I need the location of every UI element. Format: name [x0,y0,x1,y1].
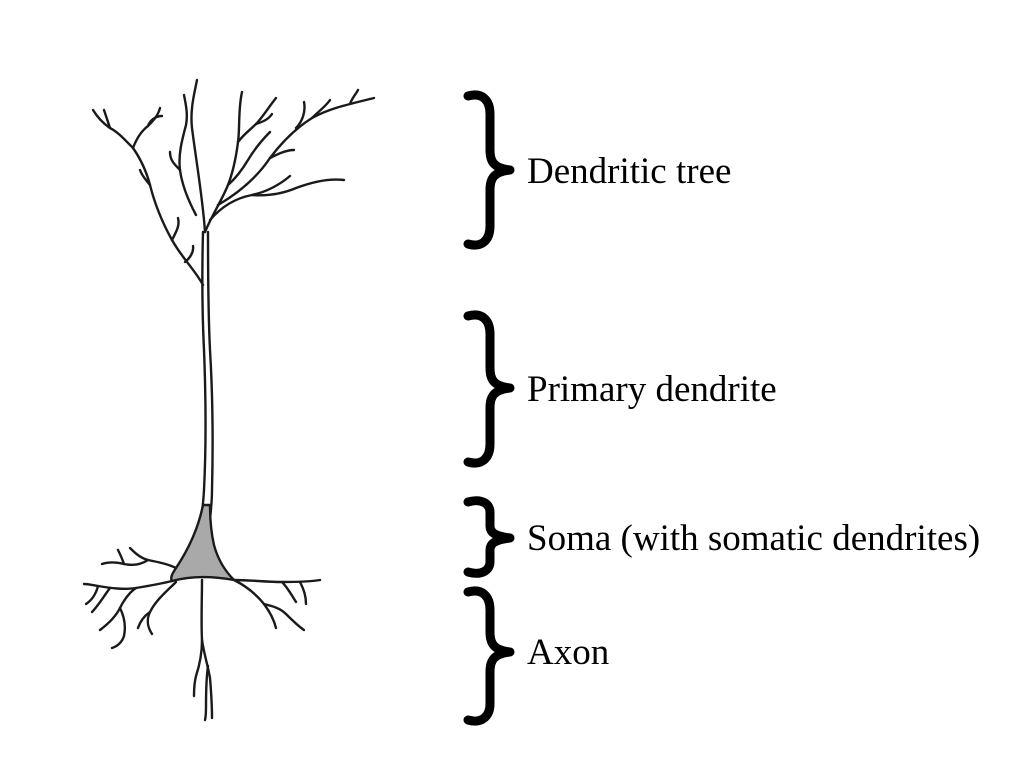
brace-axon [463,586,515,726]
label-primary-dendrite: Primary dendrite [527,369,777,410]
axon-fiber [192,578,214,722]
label-axon: Axon [527,632,609,673]
label-soma: Soma (with somatic dendrites) [527,518,980,559]
dendritic-tree-branches [91,78,376,287]
brace-soma [463,496,515,578]
label-dendritic-tree: Dendritic tree [527,151,731,192]
brace-dendritic-tree [463,90,515,250]
brace-primary-dendrite [463,310,515,468]
somatic-dendrites [82,546,322,650]
soma-body [170,503,236,583]
neuron-drawing [82,78,376,722]
